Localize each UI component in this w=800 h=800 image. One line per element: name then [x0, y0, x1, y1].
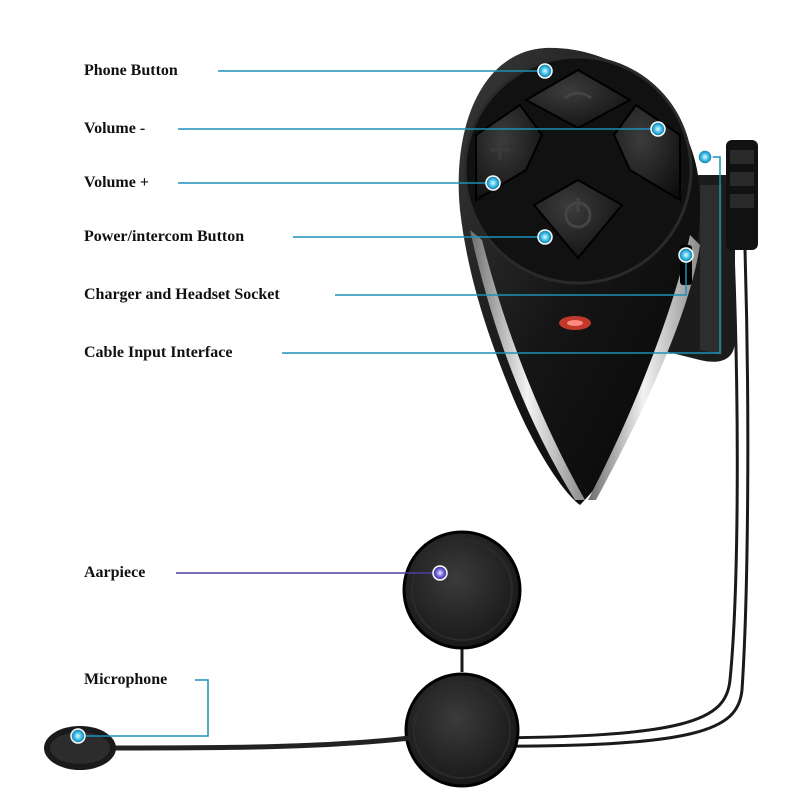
callout-dot-volume-minus: [650, 121, 666, 137]
microphone-speaker-pad: [404, 672, 520, 788]
label-power-intercom: Power/intercom Button: [84, 228, 245, 245]
callout-dot-power: [537, 229, 553, 245]
callout-dots: [70, 63, 713, 744]
plus-icon: [490, 140, 510, 160]
callout-dot-charger: [678, 247, 694, 263]
earpiece-speaker: [402, 530, 522, 650]
chrome-trim-left: [470, 230, 585, 500]
label-volume-plus: Volume +: [84, 174, 149, 191]
headset-unit: [458, 47, 700, 505]
phone-icon: [564, 91, 592, 100]
label-volume-minus: Volume -: [84, 120, 146, 137]
chrome-trim-right: [588, 235, 700, 500]
callout-dot-earpiece: [432, 565, 448, 581]
callout-dot-microphone: [70, 728, 86, 744]
callout-dot-volume-plus: [485, 175, 501, 191]
label-cable-input: Cable Input Interface: [84, 344, 233, 361]
label-microphone: Microphone: [84, 671, 168, 688]
boom-microphone: [44, 726, 411, 770]
callout-line-microphone: [80, 679, 209, 737]
label-phone-button: Phone Button: [84, 62, 178, 79]
cable-connector-plug: [726, 140, 758, 250]
label-charger-socket: Charger and Headset Socket: [84, 286, 280, 303]
callout-dot-cable: [697, 149, 713, 165]
callout-dot-phone: [537, 63, 553, 79]
power-button: [532, 178, 624, 260]
label-earpiece: Aarpiece: [84, 564, 146, 581]
phone-button: [523, 68, 633, 130]
callout-line-charger: [335, 253, 687, 296]
